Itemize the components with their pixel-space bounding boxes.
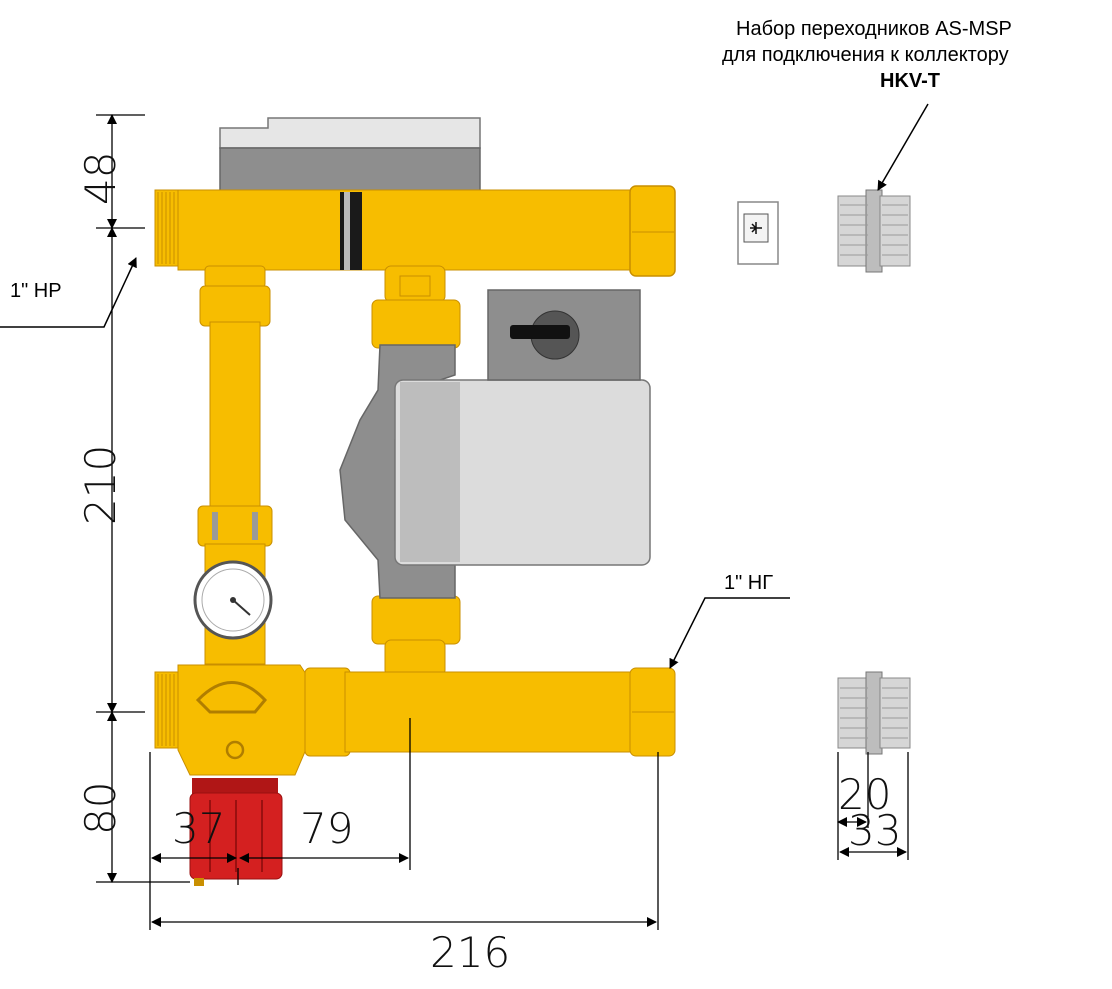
adapter-fitting-icon: [837, 189, 911, 273]
dim-adapter-width-a: 20: [838, 770, 892, 819]
top-supply-pipe: [154, 185, 676, 277]
dim-left-offset: 37: [172, 804, 226, 853]
adapter-fitting-icon: [837, 671, 911, 755]
left-vertical-pipe: [197, 265, 273, 665]
bottom-return-pipe: [154, 664, 676, 776]
callout-leaders: [0, 103, 929, 669]
dim-total-width: 216: [430, 928, 511, 977]
callout-bottom-right: 1" НГ: [724, 572, 774, 594]
thermometer-icon: [193, 560, 273, 640]
callout-top-left: 1" НР: [10, 280, 62, 302]
horizontal-dimensions: [149, 718, 909, 930]
adapter-title-line1: Набор переходников AS-MSP: [736, 18, 1012, 40]
dim-adapter-width-b: 33: [848, 806, 902, 855]
right-vertical-pipe: [371, 265, 461, 677]
adapter-title-line3: HKV-T: [880, 70, 940, 92]
dim-middle-height: 210: [76, 444, 125, 525]
dim-mid-offset: 79: [300, 804, 354, 853]
dim-top-height: 48: [76, 151, 125, 205]
check-valve-icon: [737, 201, 779, 265]
pump-icon: [339, 289, 651, 599]
adapter-title-line2: для подключения к коллектору: [722, 44, 1009, 66]
dim-bottom-height: 80: [76, 781, 125, 835]
controller-box: [219, 117, 481, 193]
